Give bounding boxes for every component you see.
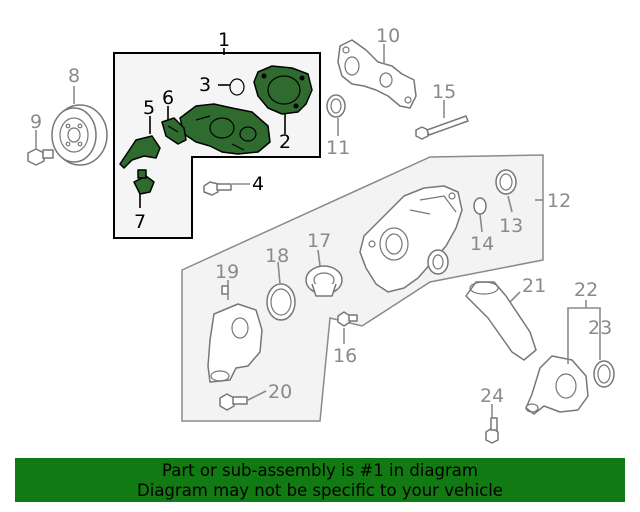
water-pump-body-part <box>179 103 271 155</box>
callout-8: 8 <box>68 65 80 87</box>
long-bolt-15-part <box>415 115 469 140</box>
temperature-sensor-part <box>133 169 155 195</box>
bolt-4-part <box>203 181 232 196</box>
bolt-20-part <box>219 393 248 411</box>
callout-4: 4 <box>252 173 264 195</box>
leader-lines <box>35 44 601 418</box>
water-pump-cover-part <box>253 65 313 115</box>
gasket-part <box>161 117 187 145</box>
callout-15: 15 <box>432 81 456 103</box>
callout-9: 9 <box>30 111 42 133</box>
callout-12: 12 <box>547 190 571 212</box>
callout-1: 1 <box>218 29 230 51</box>
callout-13: 13 <box>499 215 523 237</box>
callout-7: 7 <box>134 211 146 233</box>
seal-18-part <box>266 283 296 321</box>
callout-20: 20 <box>268 381 292 403</box>
callout-18: 18 <box>265 245 289 267</box>
o-ring-part <box>229 78 245 96</box>
callout-10: 10 <box>376 25 400 47</box>
exploded-parts-diagram: 1 2 3 4 5 6 7 8 9 10 11 12 13 14 15 16 1… <box>27 25 615 444</box>
callout-24: 24 <box>480 385 504 407</box>
seal-13-part <box>495 169 517 195</box>
outlet-fitting-22-part <box>525 355 589 415</box>
callout-19: 19 <box>215 261 239 283</box>
callout-22: 22 <box>574 279 598 301</box>
callout-5: 5 <box>143 97 155 119</box>
seal-11-part <box>326 94 346 118</box>
thermostat-housing-part <box>359 185 463 293</box>
notice-line-2: Diagram may not be specific to your vehi… <box>137 481 503 500</box>
callout-2: 2 <box>279 131 291 153</box>
thermostat-part <box>305 265 343 297</box>
o-ring-14-part <box>473 197 487 215</box>
outlet-housing-19-part <box>207 285 263 383</box>
notice-banner: Part or sub-assembly is #1 in diagram Di… <box>15 458 625 502</box>
seal-23-part <box>593 360 615 388</box>
pulley-part <box>51 104 108 166</box>
callout-21: 21 <box>522 275 546 297</box>
pulley-bolt-part <box>27 148 54 166</box>
callout-6: 6 <box>162 87 174 109</box>
callout-14: 14 <box>470 233 494 255</box>
callout-11: 11 <box>326 137 350 159</box>
bypass-housing-part <box>337 39 417 109</box>
bolt-16-part <box>337 311 358 327</box>
callout-3: 3 <box>199 74 211 96</box>
bolt-24-part <box>485 417 499 444</box>
hose-21-part <box>465 281 537 361</box>
callout-23: 23 <box>588 317 612 339</box>
outlet-pipe-part <box>119 135 161 169</box>
callout-16: 16 <box>333 345 357 367</box>
notice-line-1: Part or sub-assembly is #1 in diagram <box>162 461 478 480</box>
callout-17: 17 <box>307 230 331 252</box>
callout-numbers: 1 2 3 4 5 6 7 8 9 10 11 12 13 14 15 16 1… <box>30 25 612 407</box>
